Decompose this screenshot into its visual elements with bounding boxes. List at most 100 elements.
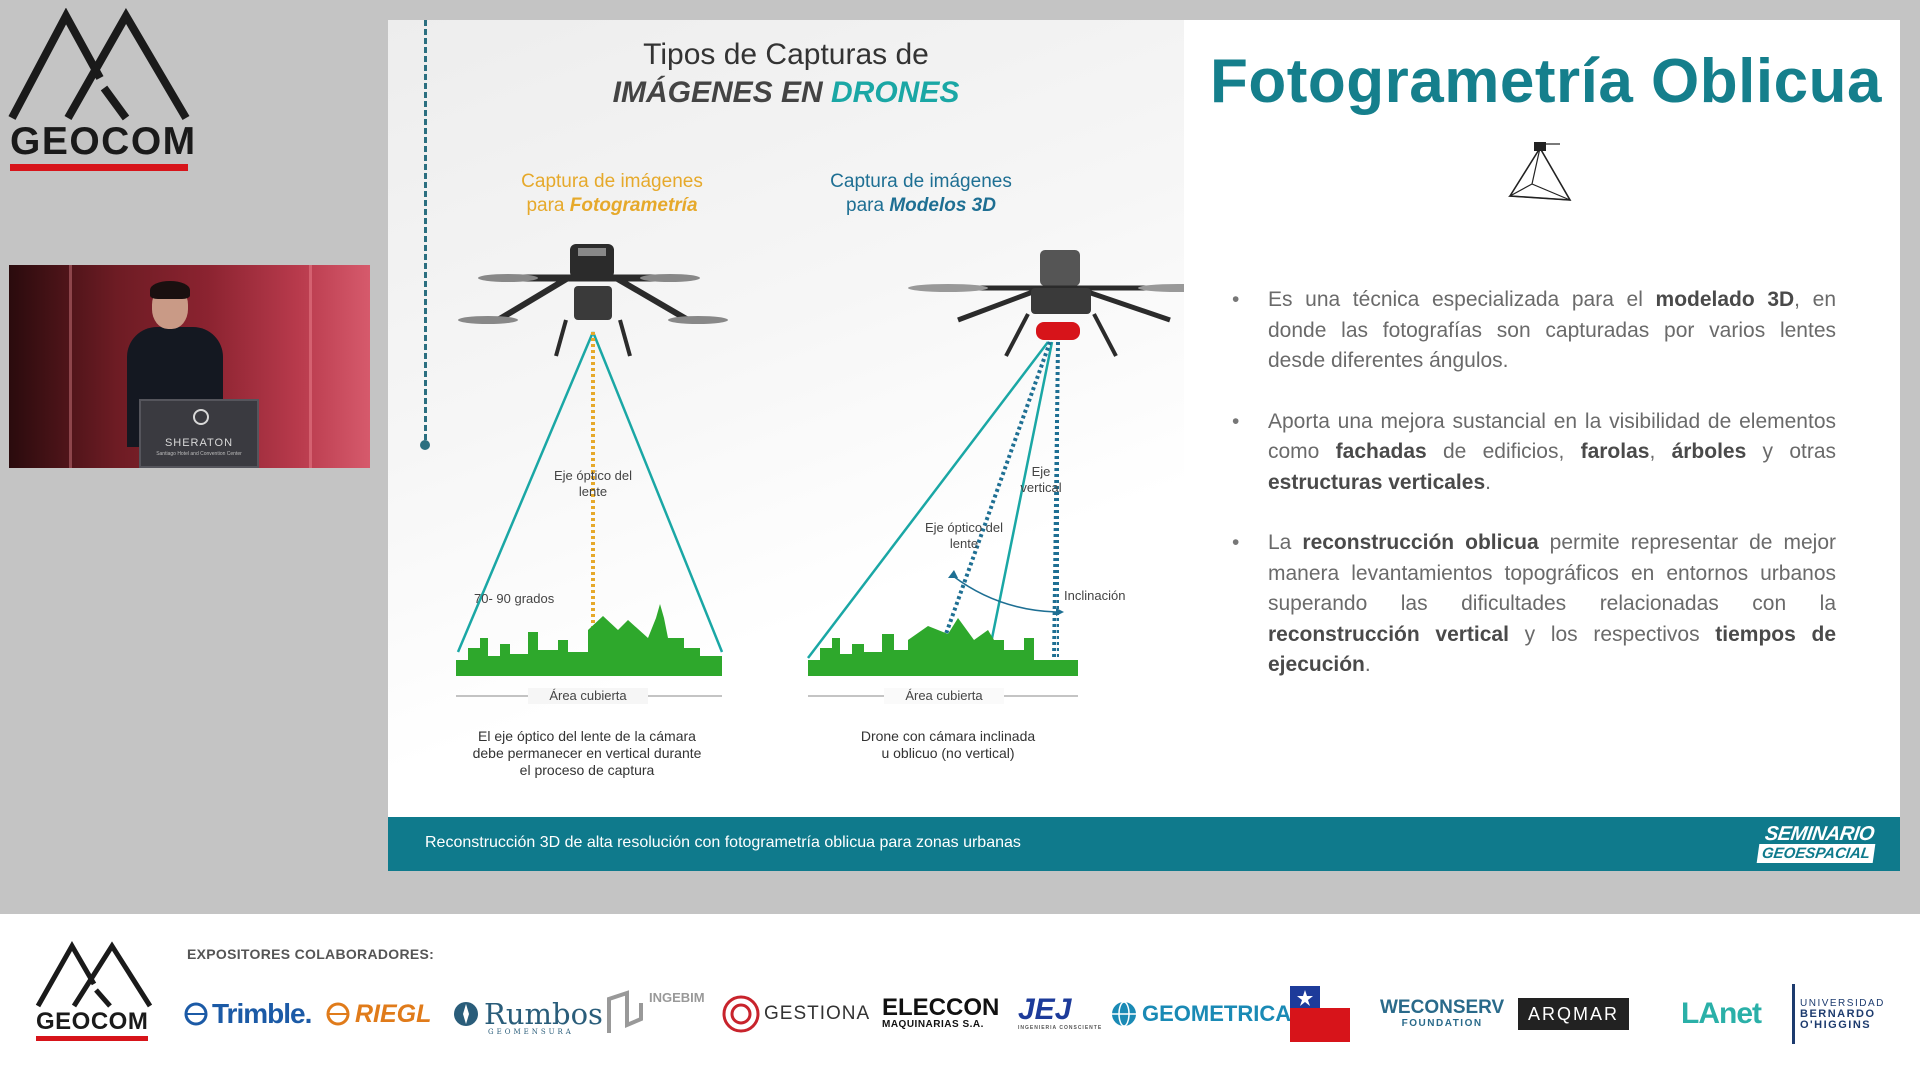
timeline-dashed-line [424, 20, 427, 440]
bullet-bold-text: fachadas [1335, 440, 1427, 463]
right-caption-strong: Modelos 3D [889, 195, 996, 216]
speaker-hair [150, 281, 190, 299]
timeline-dot [420, 440, 430, 450]
bullet-bold-text: estructuras verticales [1268, 470, 1486, 494]
left-caption-line1: Captura de imágenes [521, 171, 703, 192]
seminario-line1: SEMINARIO [1763, 823, 1876, 845]
title-part-b: DRONES [831, 76, 960, 109]
right-axis-label: Eje óptico del lente [924, 520, 1004, 551]
left-description: El eje óptico del lente de la cámara deb… [472, 728, 702, 778]
oblique-pyramid-icon [1507, 142, 1572, 201]
bullet-text: . [1485, 470, 1491, 494]
left-axis-label: Eje óptico del lente [553, 468, 633, 499]
bullet-bold-text: modelado 3D [1655, 288, 1795, 311]
globe-icon [1112, 1001, 1136, 1027]
jej-logo: JEJ INGENIERIA CONSCIENTE [1018, 984, 1102, 1044]
jej-subtext: INGENIERIA CONSCIENTE [1018, 1025, 1103, 1031]
geometrica-logo: GEOMETRICA [1110, 984, 1291, 1044]
slide-title: Fotogrametría Oblicua [1210, 47, 1882, 116]
wall-line [309, 265, 312, 468]
right-caption-line1: Captura de imágenes [830, 171, 1012, 192]
arqmar-text: ARQMAR [1528, 1003, 1620, 1024]
right-drone-icon [908, 250, 1184, 357]
weconserv-subtext: FOUNDATION [1401, 1018, 1483, 1029]
mountain-logo-icon [8, 8, 190, 121]
drone-diagram [456, 244, 1184, 697]
gobierno-chile-logo [1290, 984, 1350, 1044]
eleccon-text: ELECCON [882, 994, 1000, 1021]
bullet-text: , [1649, 440, 1672, 463]
geocom-logo-bottom: GEOCOM [34, 940, 154, 1050]
ingebim-logo: INGEBIM [605, 984, 705, 1044]
geometrica-text: GEOMETRICA [1142, 1001, 1292, 1026]
weconserv-logo: WECONSERV FOUNDATION [1380, 984, 1504, 1044]
bullet-dot-icon: • [1232, 409, 1240, 433]
right-caption-line2: para Modelos 3D [791, 194, 1051, 218]
infographic-title-line1: Tipos de Capturas de [643, 38, 929, 71]
ingebim-building-icon [607, 990, 643, 1033]
left-drone-icon [458, 244, 728, 357]
bullet-text: y los respectivos [1508, 622, 1716, 646]
geocom-red-bar [10, 164, 188, 171]
footer-text: Reconstrucción 3D de alta resolución con… [425, 834, 1021, 851]
right-vertical-label: Eje vertical [1020, 464, 1062, 495]
riegl-logo: RIEGL [325, 984, 431, 1044]
bullet-text: permite representar de mejor manera leva… [1268, 531, 1836, 615]
bullet-text: La [1268, 531, 1303, 554]
podium: SHERATON Santiago Hotel and Convention C… [139, 399, 259, 468]
bullet-text: Es una técnica especializada para el [1268, 288, 1656, 311]
bullet-text: . [1364, 653, 1371, 676]
podium-text: SHERATON [164, 437, 234, 449]
bullet-text: , en donde las fotografías son capturada… [1268, 288, 1836, 372]
ubo-top: UNIVERSIDAD [1800, 997, 1885, 1009]
gestiona-logo: GESTIONA [722, 984, 870, 1044]
right-caption-para: para [846, 195, 890, 216]
riegl-text: RIEGL [355, 999, 432, 1028]
sheraton-logo-icon [193, 409, 209, 425]
title-part-a: IMÁGENES EN [612, 76, 831, 109]
weconserv-text: WECONSERV [1380, 997, 1505, 1018]
riegl-ring-icon [326, 1002, 350, 1026]
right-description: Drone con cámara inclinada u oblicuo (no… [860, 728, 1036, 761]
ingebim-text: INGEBIM [649, 990, 705, 1005]
lanet-logo: LAnet [1681, 984, 1762, 1044]
trimble-text: Trimble. [212, 998, 312, 1029]
left-angle-label: 70- 90 grados [474, 591, 555, 606]
seminario-line2: GEOESPACIAL [1756, 844, 1876, 863]
ubo-logo: UNIVERSIDAD BERNARDO O'HIGGINS [1792, 984, 1885, 1044]
mountain-logo-icon [35, 940, 153, 1008]
bullet-dot-icon: • [1232, 288, 1240, 311]
eleccon-subtext: MAQUINARIAS S.A. [882, 1019, 984, 1030]
podium-subtext: Santiago Hotel and Convention Center [156, 451, 242, 457]
rumbos-subtext: GEOMENSURA [488, 1028, 574, 1036]
trimble-logo: Trimble. [184, 984, 312, 1044]
rumbos-logo: Rumbos GEOMENSURA [452, 984, 603, 1044]
geocom-red-bar [36, 1036, 148, 1041]
gestiona-emblem-icon [722, 995, 760, 1033]
right-area-label: Área cubierta [884, 688, 1004, 704]
drone-capture-infographic: Tipos de Capturas de IMÁGENES EN DRONES … [388, 20, 1184, 811]
left-caption-para: para [526, 195, 570, 216]
left-caption-strong: Fotogrametría [569, 195, 698, 216]
slide-footer: Reconstrucción 3D de alta resolución con… [388, 817, 1900, 871]
rumbos-text: Rumbos [484, 997, 603, 1031]
bullet-dot-icon: • [1232, 531, 1240, 554]
bullet-bold-text: árboles [1671, 440, 1747, 463]
bullet-list: • Es una técnica especializada para el mo… [1232, 285, 1837, 711]
gestiona-text: GESTIONA [764, 1003, 871, 1024]
left-caption-line2: para Fotogrametría [482, 194, 742, 218]
bullet-text: Aporta una mejora sustancial en la visib… [1268, 409, 1836, 464]
ubo-bot: O'HIGGINS [1800, 1018, 1872, 1031]
bullet-bold-text: tiempos de ejecución [1268, 622, 1836, 677]
bullet-text: y otras [1746, 440, 1837, 463]
left-area-label: Área cubierta [528, 688, 648, 704]
sponsors-band: GEOCOM EXPOSITORES COLABORADORES: Trimbl… [0, 914, 1920, 1080]
bullet-bold-text: farolas [1580, 440, 1650, 463]
bullet-bold-text: reconstrucción oblicua [1302, 531, 1539, 554]
left-caption-block: Captura de imágenes para Fotogrametría [482, 170, 742, 218]
jej-text: JEJ [1018, 993, 1072, 1026]
ubo-mid: BERNARDO [1800, 1007, 1876, 1020]
arqmar-logo: ARQMAR [1518, 998, 1630, 1030]
speaker-video: SHERATON Santiago Hotel and Convention C… [9, 265, 370, 468]
right-caption-block: Captura de imágenes para Modelos 3D [791, 170, 1051, 218]
